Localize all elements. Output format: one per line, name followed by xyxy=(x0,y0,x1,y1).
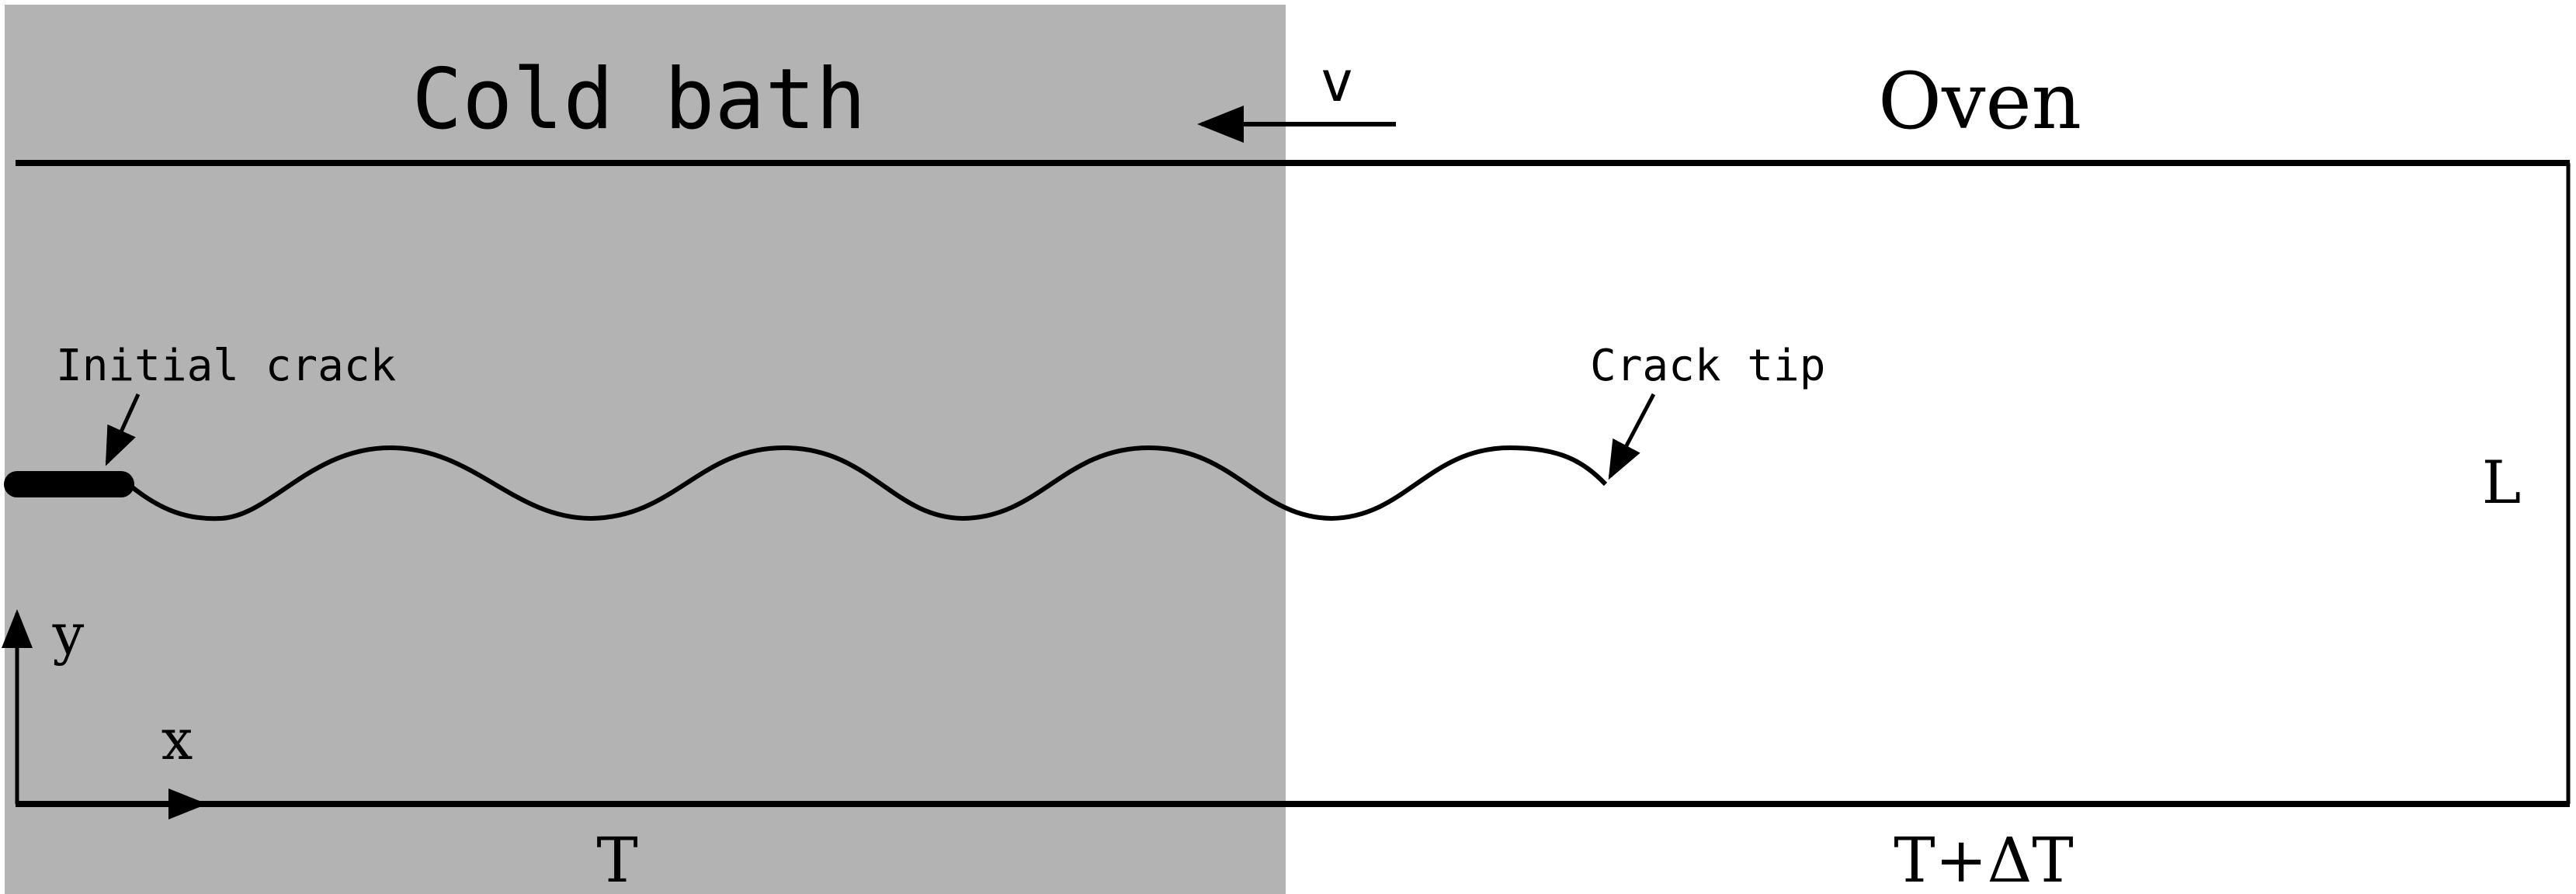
cold-temperature-label: T xyxy=(596,824,637,894)
velocity-label: v xyxy=(1320,49,1353,114)
x-axis-label: x xyxy=(161,707,193,772)
crack-path xyxy=(129,445,1608,522)
y-axis-label: y xyxy=(52,601,85,667)
initial-crack-label: Initial crack xyxy=(56,341,396,391)
width-label: L xyxy=(2482,448,2521,517)
oven-label: Oven xyxy=(1878,56,2081,147)
initial-crack-pointer xyxy=(105,393,141,466)
crack-tip-pointer xyxy=(1608,393,1656,480)
cold-bath-region xyxy=(5,5,1286,894)
cold-bath-label: Cold bath xyxy=(411,51,866,148)
crack-tip-label: Crack tip xyxy=(1590,341,1825,391)
oven-temperature-label: T+ΔT xyxy=(1894,824,2074,894)
